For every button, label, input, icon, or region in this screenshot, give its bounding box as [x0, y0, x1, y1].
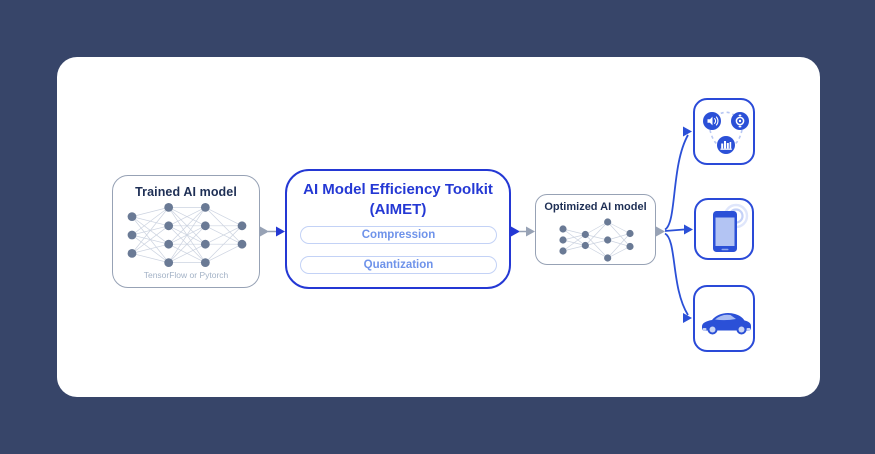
iot-devices-icon	[703, 111, 749, 154]
arrow-in-car	[683, 313, 692, 323]
target-automotive	[693, 285, 755, 352]
optimized-model-box: Optimized AI model	[535, 194, 656, 265]
target-iot-devices	[693, 98, 755, 165]
smartwatch-icon	[731, 112, 749, 130]
trained-model-box: Trained AI model TensorFlow or Pytorch	[112, 175, 260, 288]
optimized-neural-network-icon	[559, 218, 634, 262]
aimet-title-line2: (AIMET)	[369, 200, 427, 218]
smartphone-icon	[713, 203, 749, 252]
arrow-in-iot	[683, 126, 692, 137]
arrow-in-optimized	[526, 226, 535, 237]
quantization-button: Quantization	[300, 256, 497, 274]
arrow-out-optimized	[656, 226, 665, 237]
arrow-out-trained	[260, 226, 269, 237]
smart-city-icon	[717, 136, 735, 154]
arrow-out-aimet	[511, 226, 520, 237]
compression-button: Compression	[300, 226, 497, 244]
target-smartphone	[694, 198, 754, 260]
aimet-box: AI Model Efficiency Toolkit (AIMET) Comp…	[285, 169, 511, 289]
arrow-line-to-phone	[664, 228, 685, 232]
aimet-title-line1: AI Model Efficiency Toolkit	[303, 181, 493, 198]
trained-neural-network-icon	[127, 203, 247, 267]
framework-caption: TensorFlow or Pytorch	[143, 270, 229, 280]
arrow-line-to-iot	[664, 134, 689, 231]
aimet-title: AI Model Efficiency Toolkit (AIMET)	[287, 180, 509, 219]
arrow-in-aimet	[276, 226, 285, 237]
car-icon	[702, 312, 751, 335]
arrow-line-to-car	[664, 232, 689, 316]
arrow-in-phone	[684, 224, 693, 235]
trained-model-title: Trained AI model	[135, 185, 237, 199]
optimized-model-title: Optimized AI model	[544, 201, 647, 213]
speaker-icon	[703, 112, 721, 130]
diagram-card: Trained AI model TensorFlow or Pytorch A…	[57, 57, 820, 397]
